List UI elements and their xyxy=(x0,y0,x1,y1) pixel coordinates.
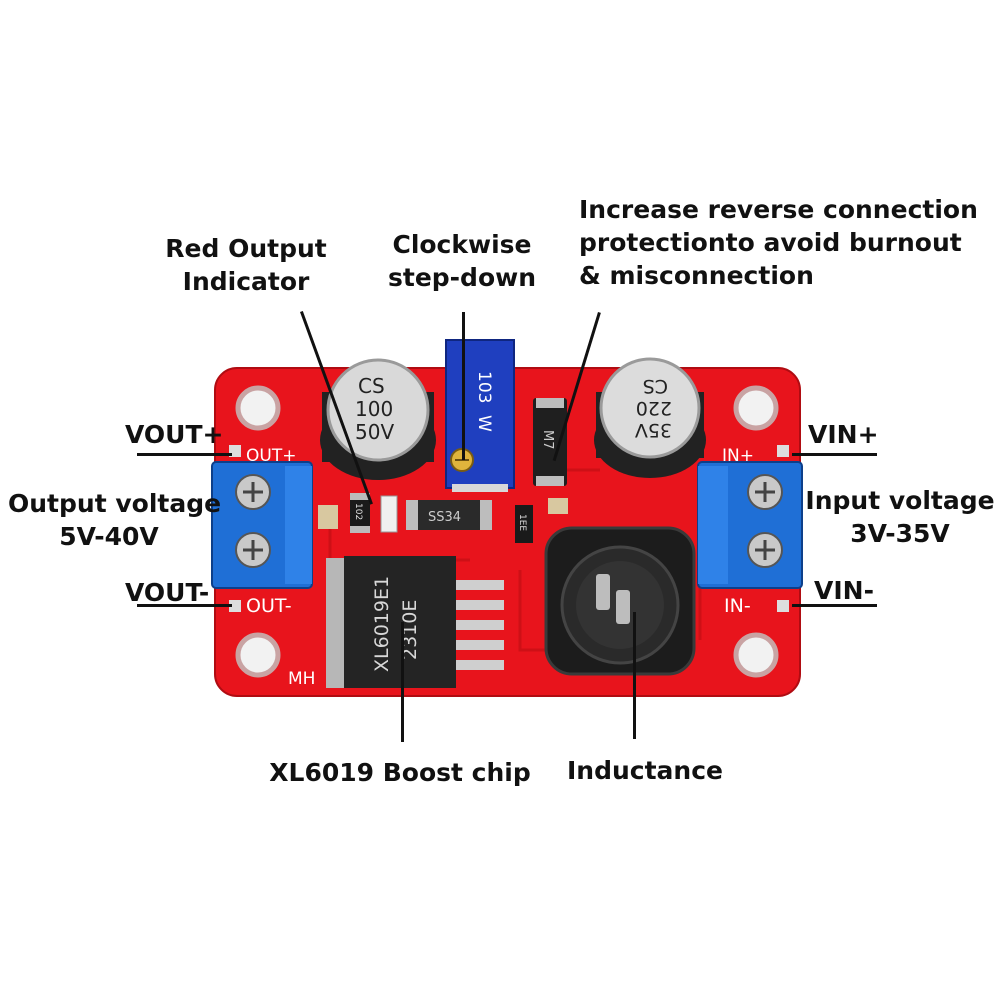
clockwise-label: Clockwise step-down xyxy=(387,230,537,292)
mounting-holes xyxy=(235,385,779,678)
schottky-diode: SS34 xyxy=(406,500,492,530)
cap-left-line-3: 50V xyxy=(355,420,394,444)
vin-plus-label: VIN+ xyxy=(808,420,879,449)
leader-clockwise xyxy=(462,312,465,460)
output-terminal-block xyxy=(211,461,313,589)
ss34-marking: SS34 xyxy=(428,510,461,525)
silk-out-minus: OUT- xyxy=(246,595,292,617)
cap-right-line-3: CS xyxy=(643,375,668,397)
leader-boost-chip xyxy=(401,622,404,742)
diode-m7-marking: M7 xyxy=(540,430,555,450)
chip-marking-line-2: 2310E xyxy=(399,600,421,660)
inductance-label: Inductance xyxy=(566,756,723,785)
output-voltage-label: Output voltage 5V-40V xyxy=(8,489,222,551)
chip-marking-line-1: XL6019E1 xyxy=(371,576,393,672)
cap-left-line-1: CS xyxy=(358,374,385,398)
input-terminal-block xyxy=(697,461,803,589)
pot-marking-letter: W xyxy=(474,415,494,432)
silk-mh: MH xyxy=(288,669,315,689)
smd-components: 102 1EE xyxy=(318,493,568,543)
cap-right-line-2: 220 xyxy=(636,397,672,419)
cap-right-line-1: 35V xyxy=(635,419,672,441)
inductor xyxy=(544,526,696,676)
input-voltage-label: Input voltage 3V-35V xyxy=(805,486,995,548)
protection-diode: M7 xyxy=(533,398,567,486)
leader-vout-minus xyxy=(137,604,232,607)
boost-chip-label: XL6019 Boost chip xyxy=(269,758,531,787)
resistor-marking: 102 xyxy=(353,503,363,520)
xl6019-chip: XL6019E1 2310E xyxy=(326,556,504,688)
leader-vin-minus xyxy=(792,604,877,607)
pot-marking-value: 103 xyxy=(474,371,494,403)
potentiometer: 103 W xyxy=(445,339,515,492)
vout-plus-label: VOUT+ xyxy=(125,420,224,449)
capacitor-100uf: CS 100 50V xyxy=(320,358,436,480)
smd-marking: 1EE xyxy=(517,514,527,531)
red-output-indicator-label: Red Output Indicator xyxy=(165,234,327,296)
cap-left-line-2: 100 xyxy=(355,397,393,421)
vin-minus-label: VIN- xyxy=(814,576,874,605)
leader-vin-plus xyxy=(792,453,877,456)
leader-inductance xyxy=(633,612,636,739)
capacitor-220uf: 35V 220 CS xyxy=(594,357,706,478)
vout-minus-label: VOUT- xyxy=(125,578,210,607)
silk-in-minus: IN- xyxy=(724,595,751,617)
leader-vout-plus xyxy=(137,453,232,456)
reverse-protection-label: Increase reverse connection protectionto… xyxy=(579,195,978,290)
